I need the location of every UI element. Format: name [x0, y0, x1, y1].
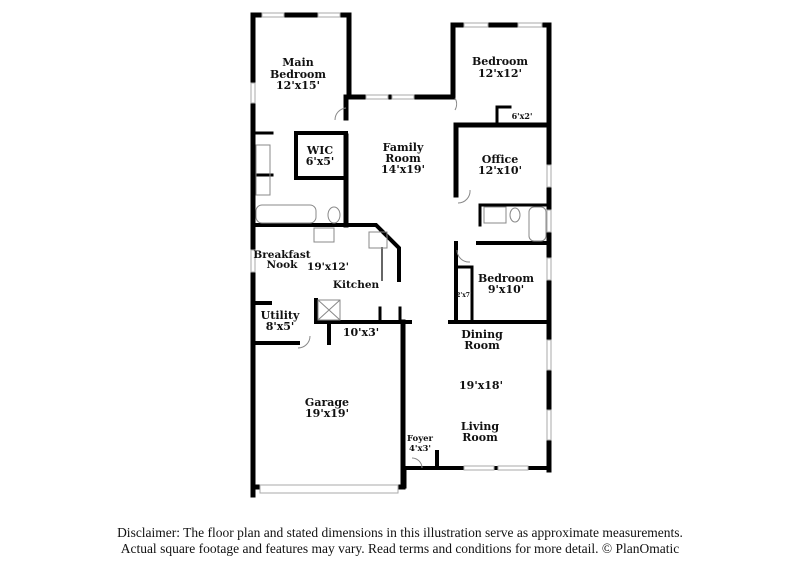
- main-bedroom-size: 12'x15': [276, 79, 320, 92]
- living-room-label: Living: [461, 420, 499, 433]
- foyer-size: 4'x3': [409, 444, 431, 454]
- garage-label: Garage: [305, 396, 349, 409]
- fixtures: [255, 97, 547, 469]
- bedroom-e-closet-size: 2'x7': [456, 292, 472, 299]
- bedroom-e-label: Bedroom: [478, 272, 534, 285]
- family-room-label: Family: [383, 141, 424, 154]
- main-bedroom-label: Main: [282, 56, 313, 69]
- dining-room-label: Dining: [461, 328, 503, 341]
- bedroom-ne-closet-size: 6'x2': [512, 111, 533, 121]
- main-bedroom-label-2: Bedroom: [270, 68, 326, 81]
- bedroom-e-size: 9'x10': [488, 283, 524, 296]
- bedroom-ne-label: Bedroom: [472, 55, 528, 68]
- foyer-label: Foyer: [407, 434, 434, 444]
- bedroom-ne-size: 12'x12': [478, 67, 522, 80]
- office-label: Office: [482, 153, 519, 166]
- breakfast-nook-label-2: Nook: [267, 259, 299, 271]
- dining-room-label-2: Room: [464, 339, 500, 352]
- dining-living-size: 19'x18': [459, 379, 503, 392]
- kitchen-size: 19'x12': [307, 261, 349, 273]
- hall-size: 10'x3': [343, 326, 379, 339]
- utility-label: Utility: [261, 309, 300, 322]
- disclaimer-line-1: Disclaimer: The floor plan and stated di…: [117, 525, 683, 540]
- family-room-size: 14'x19': [381, 163, 425, 176]
- kitchen-label: Kitchen: [333, 279, 380, 291]
- utility-size: 8'x5': [266, 320, 295, 333]
- wic-label: WIC: [306, 144, 333, 157]
- labels: Main Bedroom 12'x15' Bedroom 12'x12' 6'x…: [253, 55, 534, 454]
- disclaimer-line-2: Actual square footage and features may v…: [120, 541, 680, 556]
- office-size: 12'x10': [478, 164, 522, 177]
- garage-size: 19'x19': [305, 407, 349, 420]
- wic-size: 6'x5': [306, 155, 335, 168]
- windows: [250, 12, 552, 494]
- living-room-label-2: Room: [462, 431, 498, 444]
- breakfast-nook-label: Breakfast: [253, 249, 310, 261]
- family-room-label-2: Room: [385, 152, 421, 165]
